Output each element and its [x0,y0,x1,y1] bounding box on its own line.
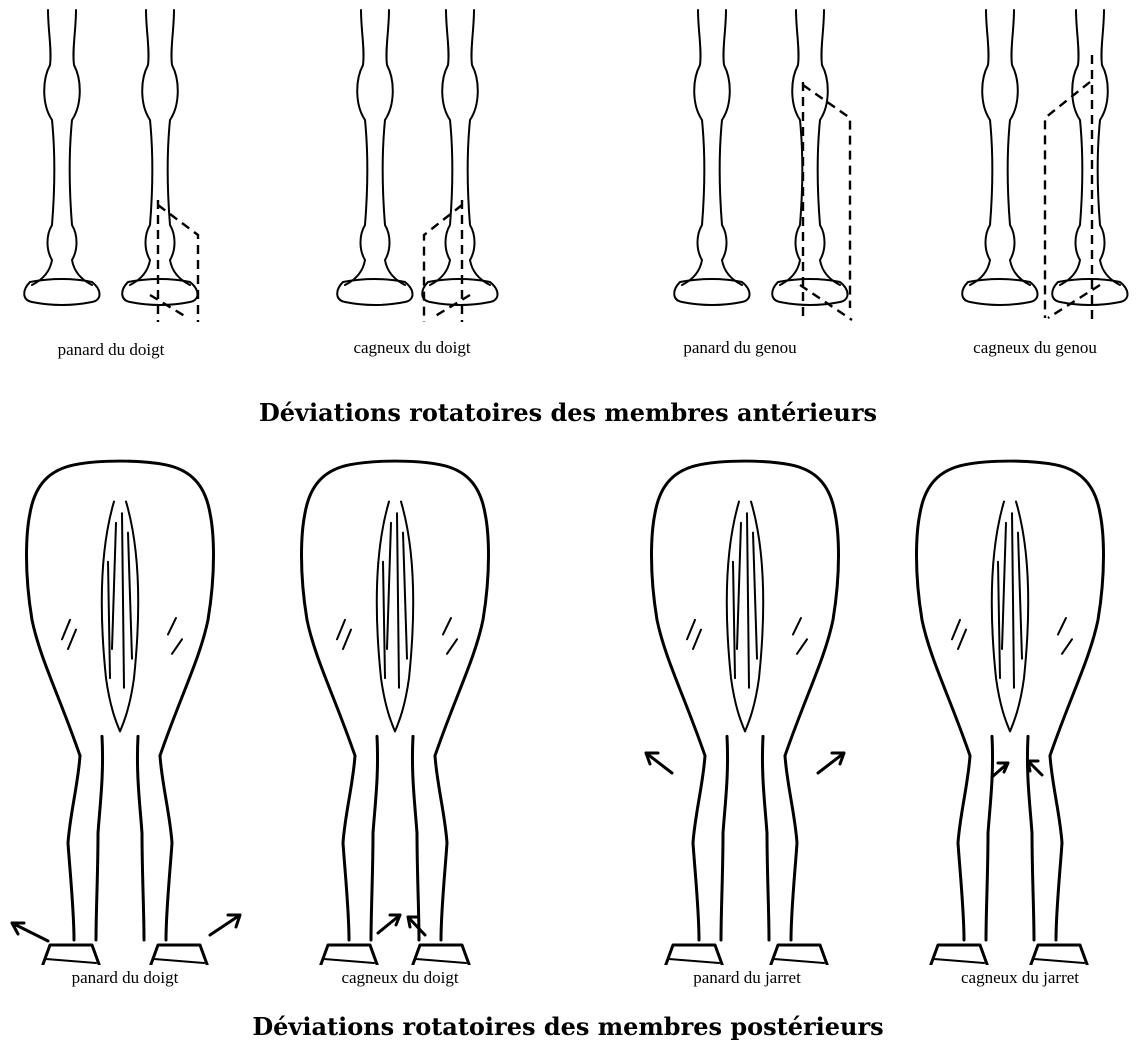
front-pair-cagneux-doigt [337,10,497,322]
rear-horse-cagneux-doigt [302,461,489,965]
rear-limbs-diagrams [0,455,1136,965]
caption-front-panard-doigt: panard du doigt [36,340,186,360]
front-section-title: Déviations rotatoires des membres antéri… [0,398,1136,427]
front-pair-cagneux-genou [962,10,1127,322]
rear-horse-panard-jarret [646,461,844,965]
front-pair-panard-genou [674,10,852,322]
caption-rear-panard-doigt: panard du doigt [40,968,210,988]
caption-rear-panard-jarret: panard du jarret [662,968,832,988]
front-pair-panard-doigt [24,10,198,322]
caption-front-cagneux-doigt: cagneux du doigt [332,338,492,358]
caption-rear-cagneux-doigt: cagneux du doigt [310,968,490,988]
caption-front-panard-genou: panard du genou [665,338,815,358]
caption-rear-cagneux-jarret: cagneux du jarret [930,968,1110,988]
front-limbs-diagrams [0,0,1136,340]
caption-front-cagneux-genou: cagneux du genou [940,338,1130,358]
rear-horse-panard-doigt [12,461,240,965]
rear-section-title: Déviations rotatoires des membres postér… [0,1012,1136,1041]
rear-horse-cagneux-jarret [917,461,1104,965]
